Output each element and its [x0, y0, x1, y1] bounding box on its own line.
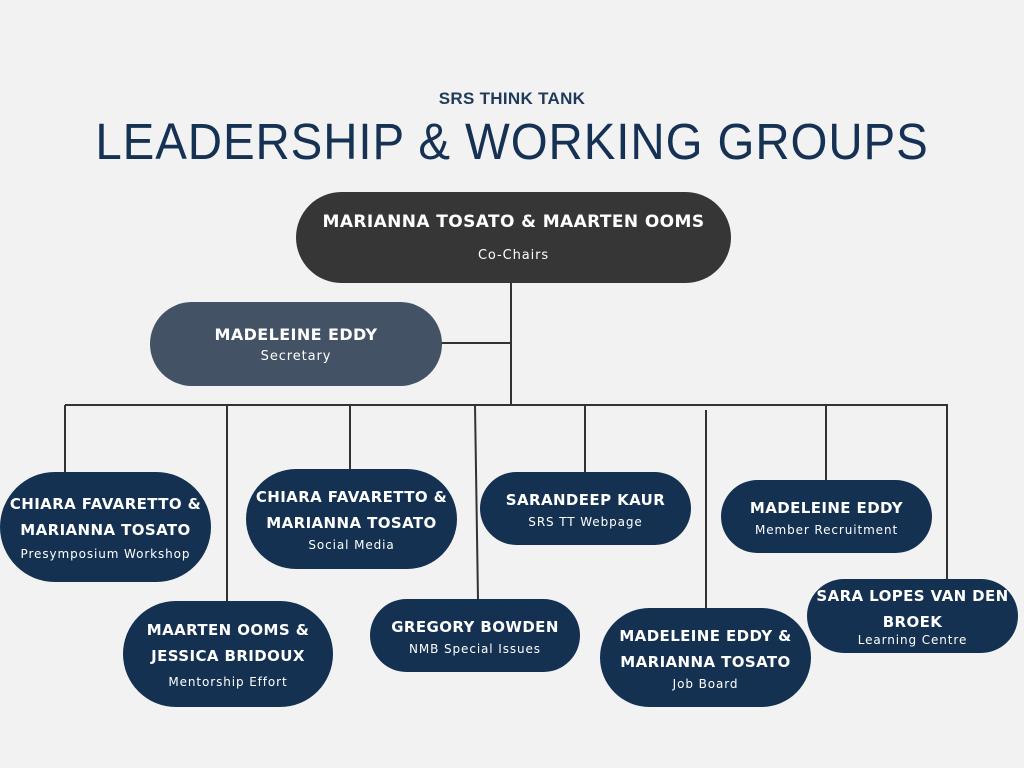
- node-role: SRS TT Webpage: [528, 514, 643, 529]
- node-name-line-2: MARIANNA TOSATO: [620, 652, 791, 671]
- node-role: Member Recruitment: [754, 522, 899, 537]
- node-name-line-1: CHIARA FAVARETTO &: [9, 495, 202, 513]
- node-srs-tt-webpage: SARANDEEP KAUR SRS TT Webpage: [480, 472, 691, 545]
- node-role: Job Board: [672, 676, 739, 691]
- node-member-recruitment: MADELEINE EDDY Member Recruitment: [721, 480, 932, 553]
- node-learning-centre: SARA LOPES VAN DEN BROEK Learning Centre: [807, 579, 1018, 653]
- node-role: Secretary: [260, 349, 332, 364]
- node-role: Presymposium Workshop: [20, 547, 191, 561]
- node-name-line-1: MADELEINE EDDY &: [619, 626, 792, 645]
- node-presymposium-workshop: CHIARA FAVARETTO & MARIANNA TOSATO Presy…: [0, 472, 211, 582]
- node-name-line-1: MAARTEN OOMS &: [146, 621, 310, 639]
- node-name-line-1: SARA LOPES VAN DEN: [816, 587, 1009, 605]
- node-name-line-1: SARANDEEP KAUR: [505, 490, 666, 509]
- org-title: LEADERSHIP & WORKING GROUPS: [95, 113, 929, 170]
- node-name-line-2: MARIANNA TOSATO: [266, 514, 437, 532]
- node-name-line-2: MARIANNA TOSATO: [20, 521, 191, 539]
- node-nmb-special-issues: GREGORY BOWDEN NMB Special Issues: [370, 599, 580, 672]
- node-mentorship-effort: MAARTEN OOMS & JESSICA BRIDOUX Mentorshi…: [123, 601, 333, 707]
- node-role: Learning Centre: [857, 633, 968, 647]
- node-role: Mentorship Effort: [168, 675, 288, 689]
- node-name-line-2: BROEK: [882, 613, 943, 631]
- node-name-line-1: MADELEINE EDDY: [749, 498, 904, 517]
- node-role: Co-Chairs: [477, 247, 550, 263]
- node-social-media: CHIARA FAVARETTO & MARIANNA TOSATO Socia…: [246, 469, 457, 569]
- node-secretary: MADELEINE EDDY Secretary: [150, 302, 442, 386]
- node-job-board: MADELEINE EDDY & MARIANNA TOSATO Job Boa…: [600, 608, 811, 707]
- node-name: MADELEINE EDDY: [214, 325, 378, 344]
- node-co-chairs: MARIANNA TOSATO & MAARTEN OOMS Co-Chairs: [296, 192, 731, 283]
- node-name-line-2: JESSICA BRIDOUX: [151, 647, 305, 665]
- org-kicker: SRS THINK TANK: [438, 89, 586, 108]
- connector-group-4: [474, 404, 479, 601]
- node-name-line-1: GREGORY BOWDEN: [391, 617, 559, 636]
- node-name-line-1: CHIARA FAVARETTO &: [255, 488, 448, 506]
- node-name: MARIANNA TOSATO & MAARTEN OOMS: [322, 211, 705, 232]
- node-role: NMB Special Issues: [409, 641, 541, 656]
- node-role: Social Media: [308, 538, 395, 552]
